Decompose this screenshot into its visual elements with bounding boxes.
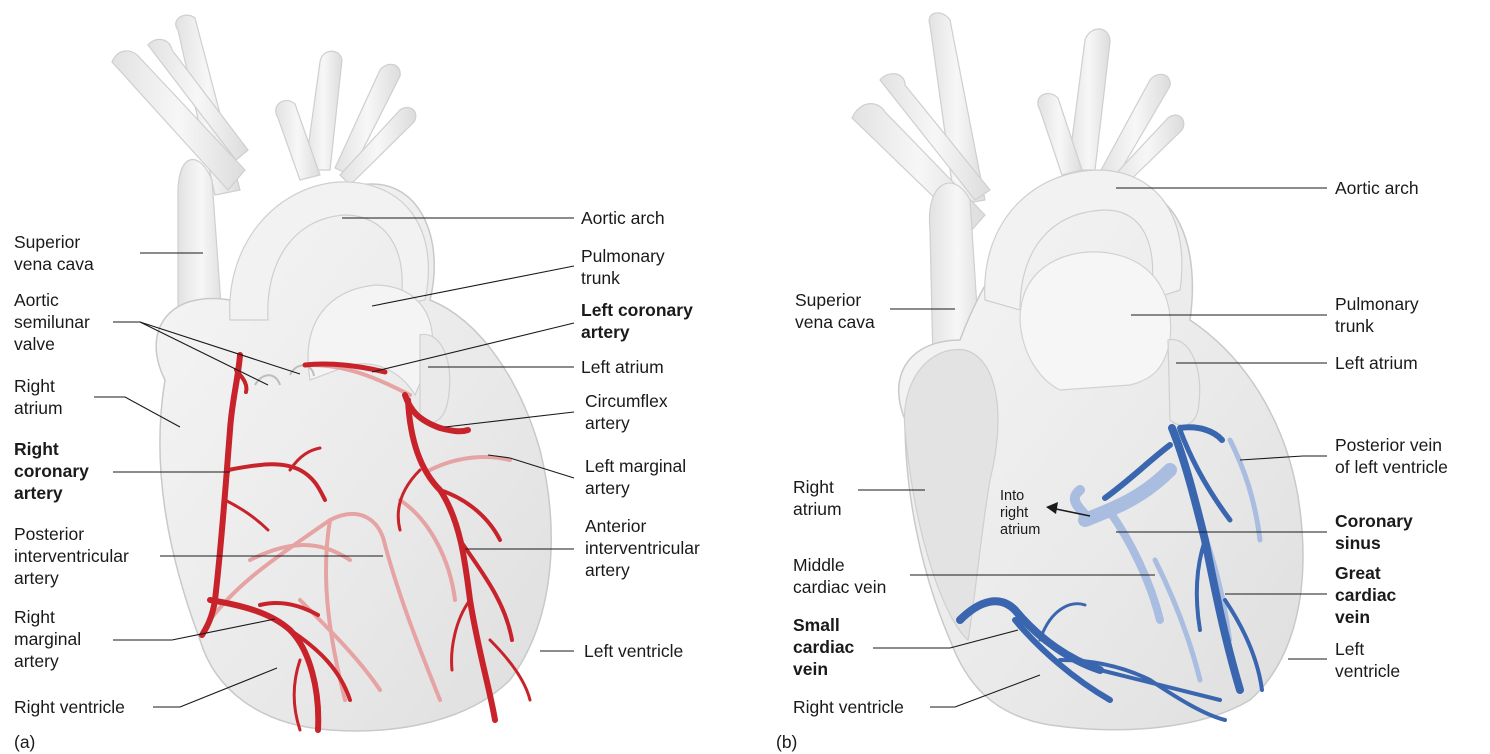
label-left-coronary-artery-a: Left coronary artery (581, 299, 693, 343)
label-circumflex-artery-a: Circumflex artery (585, 390, 668, 434)
label-into-right-atrium-b: Into right atrium (1000, 488, 1040, 539)
label-small-cardiac-vein-b: Small cardiac vein (793, 614, 854, 680)
label-left-atrium-b: Left atrium (1335, 352, 1418, 374)
label-pulmonary-trunk-a: Pulmonary trunk (581, 245, 665, 289)
label-aortic-arch-a: Aortic arch (581, 207, 665, 229)
label-anterior-interventricular-artery-a: Anterior interventricular artery (585, 515, 700, 581)
label-posterior-interventricular-artery-a: Posterior interventricular artery (14, 523, 129, 589)
pulmonary-trunk-b (1020, 252, 1171, 390)
label-right-marginal-artery-a: Right marginal artery (14, 606, 81, 672)
label-superior-vena-cava-b: Superior vena cava (795, 289, 875, 333)
great-vessels-a (112, 15, 416, 195)
label-coronary-sinus-b: Coronary sinus (1335, 510, 1413, 554)
label-aortic-arch-b: Aortic arch (1335, 177, 1419, 199)
label-superior-vena-cava-a: Superior vena cava (14, 231, 94, 275)
label-left-atrium-a: Left atrium (581, 356, 664, 378)
label-left-ventricle-b: Left ventricle (1335, 638, 1400, 682)
label-right-ventricle-b: Right ventricle (793, 696, 904, 718)
label-left-ventricle-a: Left ventricle (584, 640, 683, 662)
panel-b-heart (852, 13, 1303, 730)
label-posterior-vein-of-left-ventricle-b: Posterior vein of left ventricle (1335, 434, 1448, 478)
label-pulmonary-trunk-b: Pulmonary trunk (1335, 293, 1419, 337)
label-middle-cardiac-vein-b: Middle cardiac vein (793, 554, 886, 598)
label-left-marginal-artery-a: Left marginal artery (585, 455, 686, 499)
label-great-cardiac-vein-b: Great cardiac vein (1335, 562, 1396, 628)
label-right-atrium-b: Right atrium (793, 476, 842, 520)
caption-a: (a) (14, 731, 35, 753)
caption-b: (b) (776, 731, 797, 753)
label-right-coronary-artery-a: Right coronary artery (14, 438, 89, 504)
label-right-atrium-a: Right atrium (14, 375, 63, 419)
label-aortic-semilunar-valve-a: Aortic semilunar valve (14, 289, 90, 355)
label-right-ventricle-a: Right ventricle (14, 696, 125, 718)
